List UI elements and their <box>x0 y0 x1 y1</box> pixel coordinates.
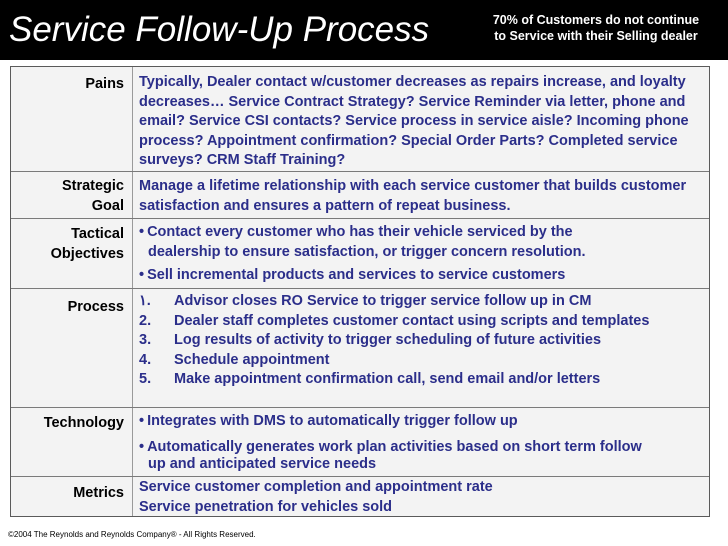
row-content-technology: •Integrates with DMS to automatically tr… <box>139 408 707 475</box>
list-item: •Automatically generates work plan activ… <box>139 438 707 472</box>
list-item: ١. Advisor closes RO Service to trigger s… <box>139 292 707 312</box>
bullet-icon: • <box>139 438 145 455</box>
row-label-process: Process <box>67 299 124 315</box>
bullet-icon: • <box>139 224 145 240</box>
row-strategic-goal: Strategic Goal Manage a lifetime relatio… <box>11 172 709 219</box>
column-divider <box>132 219 133 288</box>
bullet-icon: • <box>139 413 145 429</box>
column-divider <box>132 408 133 476</box>
row-tactical-objectives: Tactical Objectives •Contact every custo… <box>11 219 709 289</box>
header-note-line2: to Service with their Selling dealer <box>494 29 698 43</box>
row-label-line: Objectives <box>50 246 124 262</box>
process-steps-list: ١. Advisor closes RO Service to trigger s… <box>139 292 707 390</box>
row-content-strategic-goal: Manage a lifetime relationship with each… <box>139 178 687 214</box>
process-table: Pains Typically, Dealer contact w/custom… <box>10 66 710 517</box>
column-divider <box>132 289 133 407</box>
row-metrics: Metrics Service customer completion and … <box>11 477 709 516</box>
row-label-strategic-goal: Strategic Goal <box>11 172 124 216</box>
step-number: 3. <box>139 332 152 348</box>
step-number: 4. <box>139 351 152 368</box>
row-label-line: Tactical <box>71 226 124 242</box>
bullet-text-continued: up and anticipated service needs <box>148 456 377 472</box>
list-item: 5. Make appointment confirmation call, se… <box>139 370 707 390</box>
step-text: Dealer staff completes customer contact … <box>174 312 650 329</box>
row-label-tactical-objectives: Tactical Objectives <box>11 219 124 264</box>
step-number: 2. <box>139 312 152 329</box>
metric-line: Service customer completion and appointm… <box>139 479 493 495</box>
column-divider <box>132 477 133 516</box>
list-item: •Contact every customer who has their ve… <box>139 223 707 262</box>
row-label-line: Strategic <box>61 178 124 194</box>
step-text: Log results of activity to trigger sched… <box>174 332 602 348</box>
bullet-text: Contact every customer who has their veh… <box>147 224 573 240</box>
list-item: 2. Dealer staff completes customer contac… <box>139 312 707 332</box>
step-text: Advisor closes RO Service to trigger ser… <box>174 293 592 309</box>
row-process: Process ١. Advisor closes RO Service to t… <box>11 289 709 408</box>
list-item: •Sell incremental products and services … <box>139 266 707 286</box>
row-content-pains: Typically, Dealer contact w/customer dec… <box>139 74 689 168</box>
bullet-icon: • <box>139 267 145 283</box>
row-content-metrics: Service customer completion and appointm… <box>139 477 707 517</box>
step-number: ١. <box>139 293 151 309</box>
row-content-process: ١. Advisor closes RO Service to trigger s… <box>139 289 707 390</box>
header-note-line1: 70% of Customers do not continue <box>492 13 700 27</box>
row-label-line: Goal <box>91 198 124 214</box>
bullet-text: Integrates with DMS to automatically tri… <box>147 413 518 429</box>
row-pains: Pains Typically, Dealer contact w/custom… <box>11 67 709 172</box>
list-item: •Integrates with DMS to automatically tr… <box>139 412 707 432</box>
step-text: Make appointment confirmation call, send… <box>174 371 601 387</box>
row-label-pains: Pains <box>85 76 124 92</box>
header-bar: Service Follow-Up Process 70% of Custome… <box>0 0 728 60</box>
metric-line: Service penetration for vehicles sold <box>139 498 393 515</box>
copyright-footer: ©2004 The Reynolds and Reynolds Company®… <box>8 530 256 539</box>
column-divider <box>132 172 133 218</box>
header-note: 70% of Customers do not continue to Serv… <box>470 12 722 44</box>
row-content-tactical-objectives: •Contact every customer who has their ve… <box>139 219 707 290</box>
list-item: 3. Log results of activity to trigger sch… <box>139 331 707 351</box>
bullet-text-continued: dealership to ensure satisfaction, or tr… <box>148 243 586 260</box>
step-number: 5. <box>139 371 152 387</box>
row-label-technology: Technology <box>43 415 124 431</box>
bullet-text: Sell incremental products and services t… <box>147 267 566 283</box>
step-text: Schedule appointment <box>174 351 330 368</box>
list-item: 4. Schedule appointment <box>139 351 707 371</box>
column-divider <box>132 67 133 171</box>
row-label-metrics: Metrics <box>73 485 124 501</box>
bullet-text: Automatically generates work plan activi… <box>147 438 642 455</box>
row-technology: Technology •Integrates with DMS to autom… <box>11 408 709 477</box>
page-title: Service Follow-Up Process <box>9 10 430 49</box>
